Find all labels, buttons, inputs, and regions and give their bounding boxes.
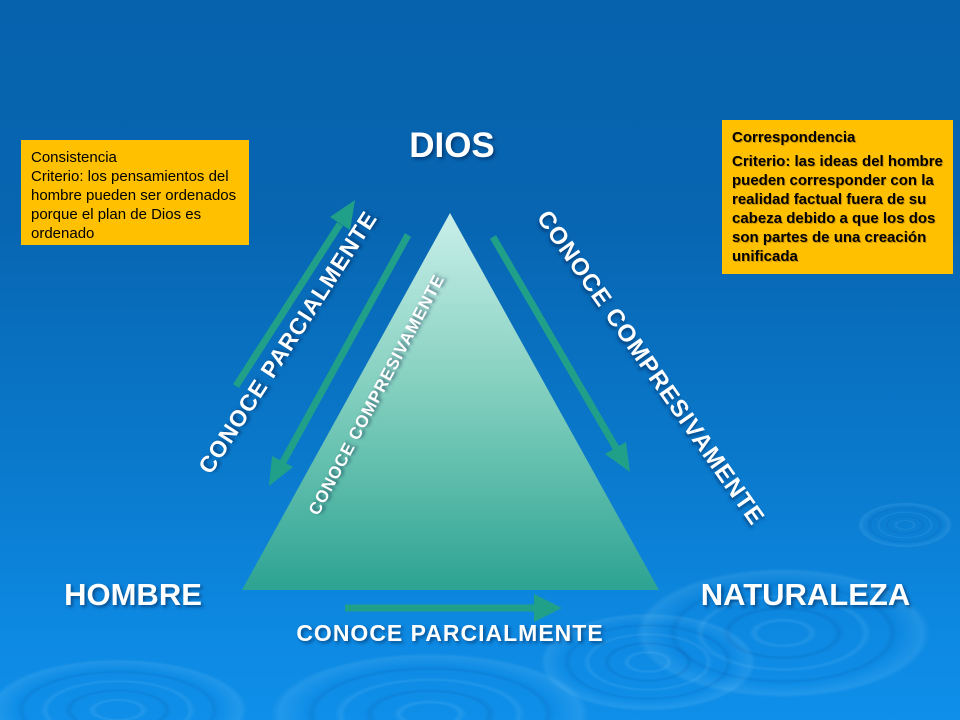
node-label-hombre: HOMBRE <box>64 577 202 612</box>
arrow-dios-to-hombre <box>269 233 412 486</box>
arrow-hombre-to-naturaleza <box>345 594 562 622</box>
arrow-hombre-to-dios <box>233 200 355 388</box>
callout-correspondencia-body: Criterio: las ideas del hombre pueden co… <box>732 153 943 265</box>
callout-consistencia-body: Criterio: los pensamientos del hombre pu… <box>31 168 237 242</box>
callout-consistencia: Consistencia Criterio: los pensamientos … <box>21 140 249 245</box>
arrow-dios-to-naturaleza <box>489 235 630 472</box>
node-label-dios: DIOS <box>409 126 495 165</box>
edge-label-conoce-parcialmente-bottom: CONOCE PARCIALMENTE <box>296 620 604 646</box>
callout-consistencia-title: Consistencia <box>31 149 117 166</box>
node-label-naturaleza: NATURALEZA <box>700 577 911 612</box>
callout-correspondencia: Correspondencia Criterio: las ideas del … <box>722 120 953 274</box>
callout-correspondencia-title: Correspondencia <box>732 129 856 146</box>
triangle-shape <box>242 213 659 590</box>
